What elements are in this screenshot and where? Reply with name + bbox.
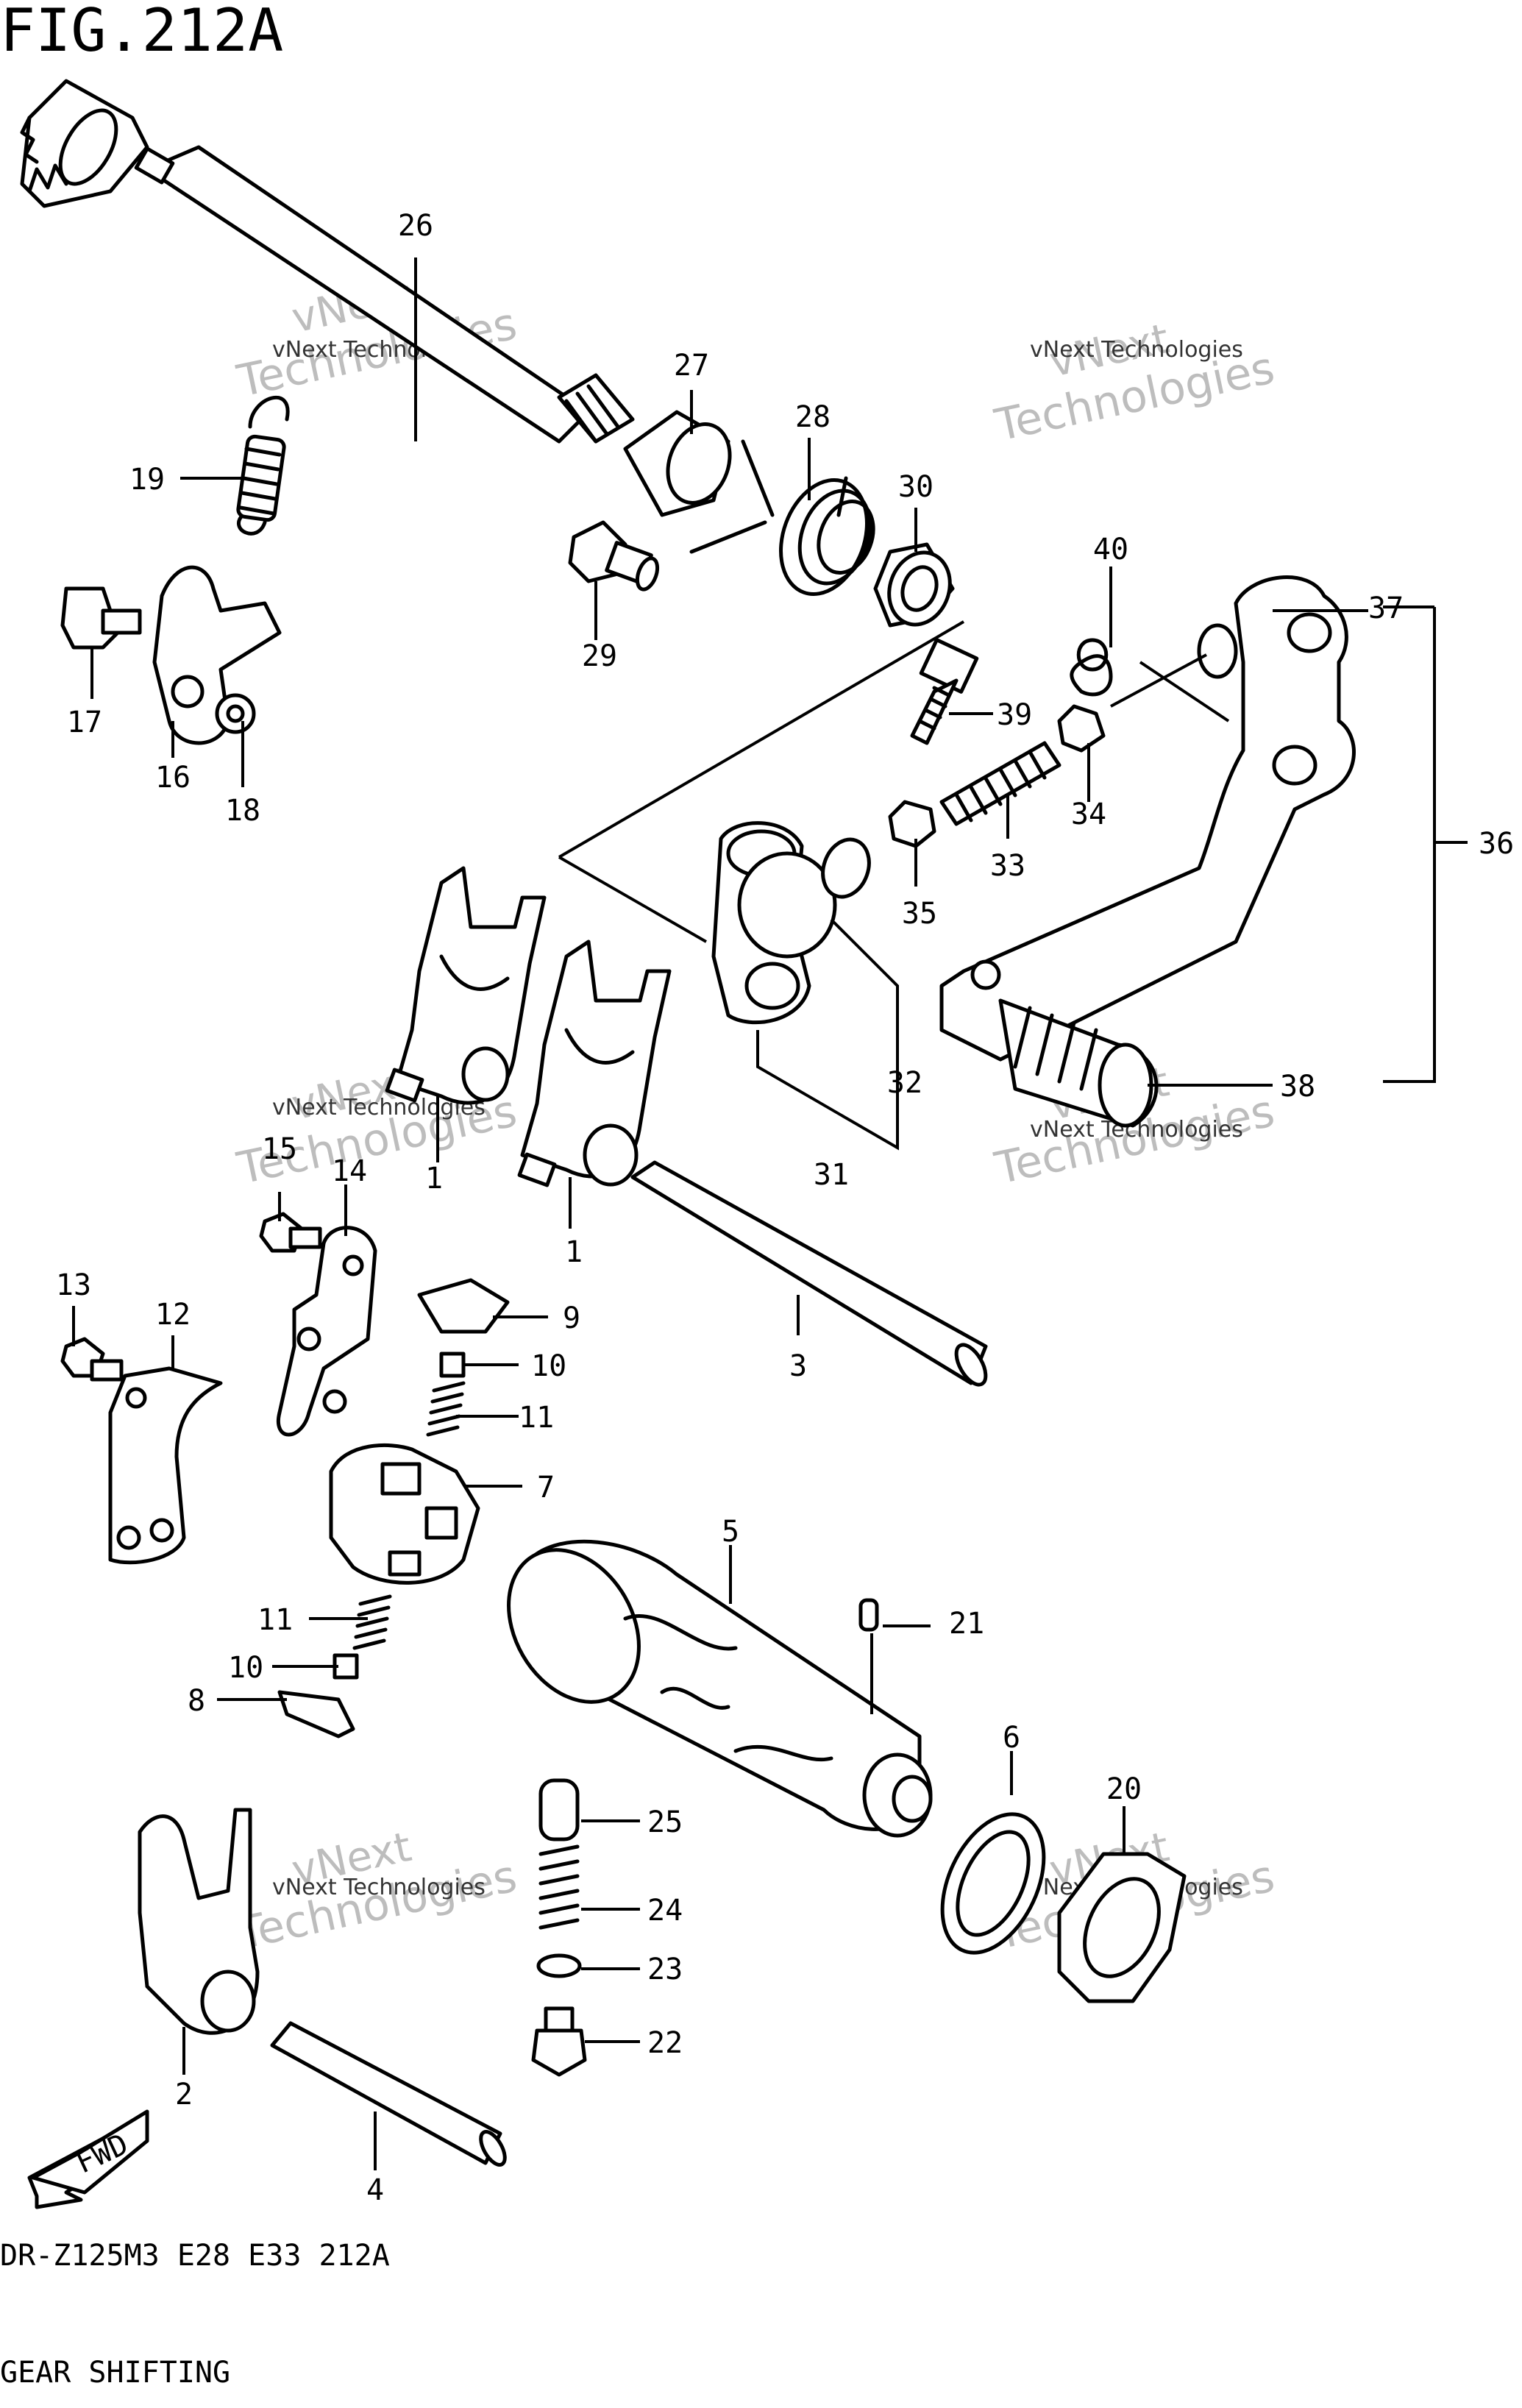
pawl-lower [277,1594,392,1738]
callout-2: 2 [175,2078,193,2112]
bearing-bracket [60,1337,223,1565]
shift-fork-lower [517,940,672,1187]
callout-3: 3 [789,1349,807,1383]
callout-36: 36 [1479,827,1514,861]
callout-18: 18 [225,794,260,828]
callout-29: 29 [582,639,617,673]
callout-38: 38 [1280,1070,1315,1104]
callout-1: 1 [425,1162,443,1196]
callout-6: 6 [1003,1721,1020,1755]
stopper-bolt [568,520,660,592]
callout-31: 31 [814,1158,849,1192]
callout-32: 32 [887,1066,922,1100]
fwd-arrow: FWD [27,2109,149,2209]
thrust-washer [940,1812,1046,1955]
shift-fork-bottom [138,1808,260,2035]
cam-driven-gear [329,1443,480,1585]
gearshift-lever [939,575,1356,1128]
callout-8: 8 [188,1684,205,1718]
callout-16: 16 [155,761,191,795]
callout-10: 10 [531,1349,566,1383]
return-spring [689,439,875,596]
neutral-switch-parts [531,1778,587,2077]
callout-1: 1 [565,1235,583,1269]
callout-labels: 1 1 2 3 4 5 6 7 8 9 10 10 11 11 12 13 14… [56,209,1514,2207]
linkage-hardware [888,638,1109,848]
tension-spring [236,396,290,536]
callout-22: 22 [647,2026,683,2060]
callout-30: 30 [898,470,934,504]
cam-stopper-plate [1057,1852,1187,2003]
guide-plate [259,1212,377,1437]
callout-27: 27 [674,349,709,383]
diagram-code: DR-Z125M3 E28 E33 212A [0,2239,390,2273]
callout-28: 28 [795,400,831,434]
fork-shaft-upper [630,1160,988,1387]
stopper-arm-assembly [60,565,282,745]
callout-34: 34 [1071,798,1106,831]
shaft-collar [623,410,732,517]
callout-17: 17 [67,706,102,739]
assembly-lines [558,605,1468,1151]
pawl-upper [417,1278,510,1437]
gearshift-cam-drum [507,1539,933,1838]
callout-26: 26 [398,209,433,243]
callout-5: 5 [722,1515,739,1549]
watermark-caption: vNext Technologies [1030,337,1243,363]
callout-19: 19 [129,463,165,497]
callout-9: 9 [563,1301,580,1335]
figure-title: FIG.212A [0,0,284,65]
callout-24: 24 [647,1894,683,1928]
gearshift-shaft [20,79,635,444]
callout-35: 35 [902,897,937,931]
fork-shaft-bottom [270,2021,507,2167]
diagram-name: GEAR SHIFTING [0,2356,231,2390]
bearing [873,542,955,628]
callout-39: 39 [997,698,1032,732]
callout-10: 10 [228,1651,263,1685]
callout-11: 11 [257,1603,293,1637]
callout-11: 11 [519,1401,554,1435]
callout-23: 23 [647,1953,683,1986]
watermark-caption: vNext Technologies [272,1875,486,1900]
leader-lines [72,258,1368,2170]
callout-13: 13 [56,1268,91,1302]
callout-12: 12 [155,1298,191,1332]
callout-4: 4 [366,2173,384,2207]
callout-14: 14 [332,1154,367,1188]
callout-37: 37 [1368,592,1404,625]
callout-20: 20 [1106,1772,1142,1806]
callout-15: 15 [262,1132,297,1166]
watermark: vNext Technologies [990,315,1279,452]
callout-40: 40 [1093,533,1128,567]
shift-joint [711,821,871,1025]
callout-25: 25 [647,1805,683,1839]
callout-7: 7 [537,1471,555,1505]
callout-33: 33 [990,849,1025,883]
callout-21: 21 [949,1607,984,1641]
shift-fork-upper [385,866,547,1105]
